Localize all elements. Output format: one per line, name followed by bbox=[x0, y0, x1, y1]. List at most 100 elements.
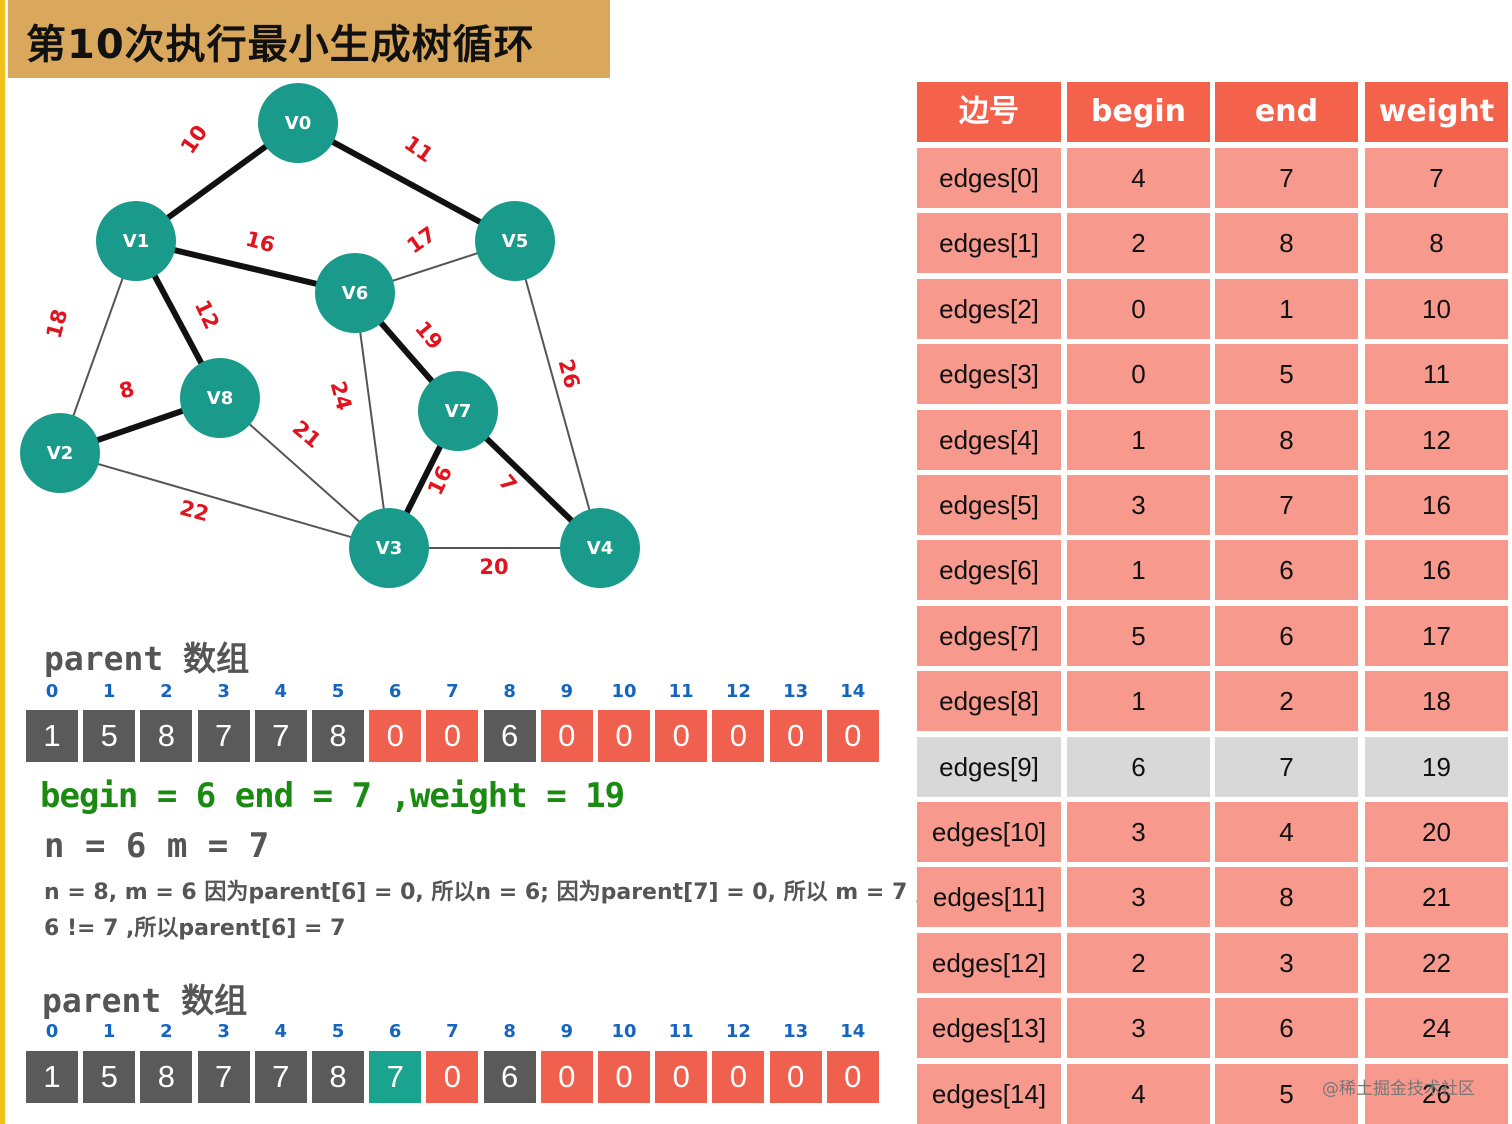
table-cell: 3 bbox=[1067, 475, 1210, 535]
table-cell: 6 bbox=[1215, 540, 1358, 601]
graph-node-circle bbox=[258, 83, 338, 163]
table-cell: 4 bbox=[1067, 148, 1210, 208]
edge-weight-label: 10 bbox=[176, 121, 212, 159]
graph-node-circle bbox=[180, 358, 260, 438]
table-cell: 21 bbox=[1365, 867, 1508, 928]
table-cell: 2 bbox=[1067, 213, 1210, 274]
table-row-label: edges[5] bbox=[917, 475, 1061, 535]
edge-weight-label: 12 bbox=[190, 296, 224, 333]
graph-edge-v5-v4 bbox=[514, 240, 601, 549]
table-cell: 3 bbox=[1067, 998, 1210, 1059]
table-cell: 4 bbox=[1215, 802, 1358, 862]
parent-cell: 7 bbox=[197, 710, 250, 762]
graph-node-circle bbox=[20, 413, 100, 493]
table-cell: 0 bbox=[1067, 278, 1210, 339]
parent-index-label: 11 bbox=[668, 681, 694, 702]
parent-cell: 6 bbox=[483, 1051, 536, 1103]
table-cell: 16 bbox=[1365, 475, 1508, 535]
graph-edge-v6-v3 bbox=[354, 292, 390, 549]
graph-node-circle bbox=[349, 508, 429, 588]
table-cell: 2 bbox=[1067, 932, 1210, 993]
parent-cell: 0 bbox=[426, 1051, 479, 1103]
graph-node-v5: V5 bbox=[475, 201, 555, 281]
table-cell: 3 bbox=[1215, 932, 1358, 993]
graph-node-v8: V8 bbox=[180, 358, 260, 438]
parent-index-label: 13 bbox=[783, 681, 809, 702]
graph-node-circle bbox=[315, 253, 395, 333]
graph-node-v2: V2 bbox=[20, 413, 100, 493]
watermark-text: @稀土掘金技术社区 bbox=[1322, 1079, 1475, 1099]
graph-node-label: V0 bbox=[285, 113, 311, 134]
table-cell: 3 bbox=[1067, 802, 1210, 862]
table-cell: 7 bbox=[1215, 475, 1358, 535]
graph-node-v3: V3 bbox=[349, 508, 429, 588]
parent-index-label: 10 bbox=[611, 681, 637, 702]
parent-cell: 0 bbox=[598, 710, 650, 762]
table-cell: 8 bbox=[1365, 213, 1508, 274]
table-cell: 5 bbox=[1067, 605, 1210, 666]
edge-weight-label: 26 bbox=[554, 357, 585, 391]
parent-index-label: 1 bbox=[102, 681, 116, 702]
edge-weight-label: 19 bbox=[410, 316, 447, 354]
parent-cell: 1 bbox=[26, 710, 78, 762]
edge-weight-label: 17 bbox=[403, 222, 441, 258]
parent-index-label: 12 bbox=[725, 1021, 751, 1042]
parent-cell: 0 bbox=[826, 710, 879, 762]
begin-end-weight-line: begin = 6 end = 7 ,weight = 19 bbox=[40, 776, 625, 816]
graph-node-circle bbox=[418, 371, 498, 451]
parent-cell: 1 bbox=[26, 1051, 78, 1103]
table-cell: 8 bbox=[1215, 867, 1358, 928]
parent-cell: 7 bbox=[254, 710, 307, 762]
graph-node-label: V5 bbox=[502, 231, 528, 252]
graph-node-v4: V4 bbox=[560, 508, 640, 588]
left-accent-stripe bbox=[0, 0, 5, 1124]
table-cell: 26 bbox=[1365, 1063, 1508, 1124]
table-cell: 5 bbox=[1215, 344, 1358, 405]
graph-node-v6: V6 bbox=[315, 253, 395, 333]
table-row-label: edges[11] bbox=[917, 867, 1061, 928]
table-row-label: edges[12] bbox=[917, 932, 1061, 993]
parent-cell: 7 bbox=[197, 1051, 250, 1103]
graph-node-v1: V1 bbox=[96, 201, 176, 281]
edge-weight-label: 18 bbox=[42, 307, 73, 341]
n-m-line: n = 6 m = 7 bbox=[44, 826, 270, 866]
table-cell: 17 bbox=[1365, 605, 1508, 666]
table-cell: 6 bbox=[1215, 605, 1358, 666]
edge-weight-label: 20 bbox=[479, 555, 508, 579]
table-row-label: edges[3] bbox=[917, 344, 1061, 405]
parent-index-label: 9 bbox=[560, 1021, 574, 1042]
graph-node-label: V1 bbox=[123, 231, 149, 252]
parent-index-label: 9 bbox=[560, 681, 574, 702]
parent-index-label: 1 bbox=[102, 1021, 116, 1042]
table-cell: 7 bbox=[1215, 736, 1358, 797]
parent-index-label: 5 bbox=[331, 1021, 345, 1042]
parent-cell: 8 bbox=[140, 1051, 193, 1103]
parent-cell: 0 bbox=[655, 710, 708, 762]
edge-weight-label: 22 bbox=[177, 496, 211, 527]
parent-cell: 5 bbox=[83, 710, 136, 762]
parent-cell: 8 bbox=[140, 710, 193, 762]
parent-index-label: 12 bbox=[725, 681, 751, 702]
graph-node-label: V2 bbox=[47, 443, 73, 464]
parent-index-label: 4 bbox=[274, 681, 288, 702]
table-row-label: edges[2] bbox=[917, 278, 1061, 339]
parent-cell: 0 bbox=[369, 710, 422, 762]
table-cell: 22 bbox=[1365, 932, 1508, 993]
table-cell: 12 bbox=[1365, 409, 1508, 470]
table-header-3: weight bbox=[1365, 82, 1508, 142]
table-cell: 10 bbox=[1365, 278, 1508, 339]
edge-weight-label: 7 bbox=[494, 470, 522, 497]
table-cell: 6 bbox=[1215, 998, 1358, 1059]
parent-cell: 0 bbox=[655, 1051, 708, 1103]
edge-weight-label: 16 bbox=[243, 227, 277, 258]
table-cell: 1 bbox=[1067, 671, 1210, 732]
table-row-label: edges[10] bbox=[917, 802, 1061, 862]
table-cell: 0 bbox=[1067, 344, 1210, 405]
parent-cell: 0 bbox=[540, 710, 593, 762]
graph-edge-v0-v5 bbox=[296, 120, 517, 244]
parent-index-label: 7 bbox=[446, 681, 459, 702]
table-row-label: edges[4] bbox=[917, 409, 1061, 470]
parent-index-label: 6 bbox=[388, 1021, 402, 1042]
parent-cell: 0 bbox=[712, 1051, 765, 1103]
